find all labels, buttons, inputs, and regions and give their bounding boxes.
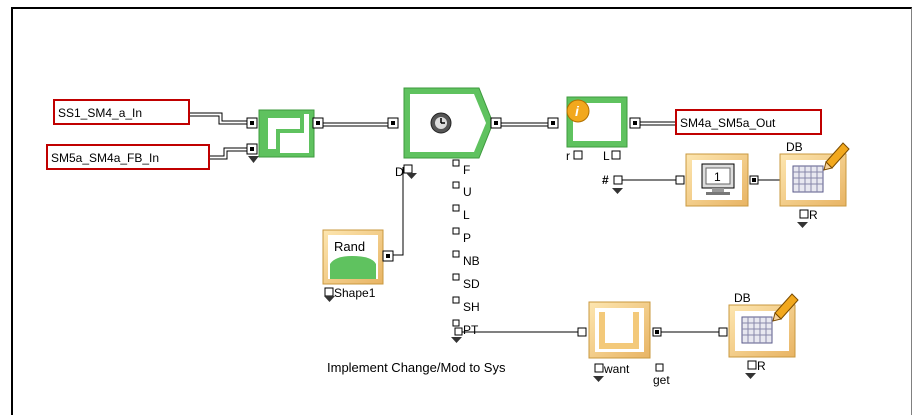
- output-label-sm4a[interactable]: SM4a_SM5a_Out: [675, 109, 822, 135]
- port-pt-label: PT: [463, 323, 479, 337]
- db2-title: DB: [734, 291, 751, 305]
- queue-want-label: want: [603, 362, 630, 376]
- port-f-label: F: [463, 163, 470, 177]
- activity-block[interactable]: [387, 87, 502, 159]
- input-label-sm5a-fb-text: SM5a_SM4a_FB_In: [51, 151, 159, 165]
- queue-block[interactable]: [577, 301, 662, 359]
- queue-port-want[interactable]: [594, 363, 604, 373]
- info-badge-text: i: [575, 103, 580, 119]
- db-block-2[interactable]: [718, 293, 799, 358]
- output-label-sm4a-text: SM4a_SM5a_Out: [680, 116, 776, 130]
- db1-title: DB: [786, 140, 803, 154]
- monitor-icon: [701, 163, 735, 195]
- display-block[interactable]: 1: [675, 153, 759, 207]
- distribution-shape-icon: [330, 256, 376, 279]
- block-caption: Implement Change/Mod to Sys: [327, 360, 506, 375]
- display-hash-port[interactable]: [612, 175, 623, 194]
- port-u-label: U: [463, 185, 472, 199]
- queue-bin-icon: [599, 312, 639, 349]
- output-port-list: F U L P NB SD SH PT: [451, 159, 480, 343]
- info-port-l[interactable]: [611, 150, 621, 160]
- display-value: 1: [714, 170, 721, 184]
- port-l-label: L: [463, 208, 470, 222]
- rand-block[interactable]: Rand: [322, 229, 394, 302]
- info-icon: [566, 99, 590, 123]
- database-grid-icon: [741, 316, 773, 344]
- input-label-ss1[interactable]: SS1_SM4_a_In: [53, 99, 190, 125]
- clock-icon: [430, 112, 452, 134]
- port-nb-label: NB: [463, 254, 480, 268]
- info-port-r[interactable]: [573, 150, 583, 160]
- input-label-sm5a-fb[interactable]: SM5a_SM4a_FB_In: [46, 144, 210, 170]
- activity-port-d-label: D: [395, 165, 404, 179]
- pencil-icon: [823, 142, 850, 171]
- port-sd-label: SD: [463, 277, 480, 291]
- info-port-r-label: r: [566, 149, 570, 163]
- input-label-ss1-text: SS1_SM4_a_In: [58, 106, 142, 120]
- port-sh-label: SH: [463, 300, 480, 314]
- rand-port-label: Shape1: [334, 286, 376, 300]
- pencil-icon: [772, 293, 799, 322]
- db2-port-r[interactable]: [747, 360, 757, 370]
- merge-block[interactable]: [246, 109, 324, 163]
- info-port-l-label: L: [603, 149, 610, 163]
- rand-title: Rand: [334, 239, 365, 254]
- port-p-label: P: [463, 231, 471, 245]
- queue-get-label: get: [653, 373, 670, 387]
- db1-port-label: R: [809, 208, 818, 222]
- display-hash-label: #: [602, 173, 609, 187]
- queue-port-get[interactable]: [655, 363, 664, 372]
- activity-port-d[interactable]: [403, 164, 417, 179]
- db2-port-label: R: [757, 359, 766, 373]
- connection-wires: [189, 112, 780, 333]
- info-block[interactable]: i: [547, 96, 641, 148]
- database-grid-icon: [792, 165, 824, 193]
- db-block-1[interactable]: [779, 142, 850, 207]
- db1-port-r[interactable]: [799, 209, 809, 219]
